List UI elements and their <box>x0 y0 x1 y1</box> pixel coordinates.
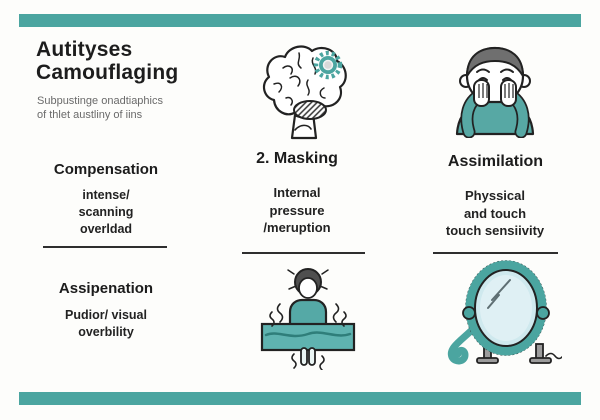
compensation-line-1: intense/ <box>82 188 130 202</box>
section-heading-compensation: Compensation <box>53 161 159 178</box>
section-heading-assipenation: Assipenation <box>58 280 154 297</box>
ornate-mirror-icon <box>447 260 562 365</box>
masking-line-2: pressure <box>269 202 325 218</box>
section-divider <box>433 252 558 254</box>
person-covering-face-icon <box>455 46 535 138</box>
bottom-accent-bar <box>19 392 581 405</box>
title-line-1: Autityses <box>36 38 133 61</box>
compensation-line-2: scanning <box>78 204 134 219</box>
section-text-masking: Internal pressure /meruption <box>227 184 367 237</box>
section-text-assimilation: Physsical and touch touch sensiivity <box>410 187 580 240</box>
compensation-line-3: overldad <box>79 221 133 236</box>
title-line-2: Camouflaging <box>36 61 179 85</box>
section-divider <box>43 246 167 248</box>
assipenation-line-2: overbility <box>78 324 134 339</box>
section-divider <box>242 252 365 254</box>
section-text-assipenation: Pudior/ visual overbility <box>20 307 192 341</box>
assimilation-line-3: touch sensiivity <box>445 223 545 239</box>
subtitle-line-2: of thlet austliny of iins <box>37 109 143 122</box>
section-text-compensation: intense/ scanning overldad <box>25 187 187 238</box>
page-title: Autityses Camouflaging <box>36 38 246 84</box>
assipenation-line-1: Pudior/ visual <box>65 308 147 322</box>
masking-line-1: Internal <box>273 185 321 200</box>
section-heading-masking: 2. Masking <box>256 150 338 167</box>
stress-squiggles <box>269 303 347 370</box>
assimilation-line-1: Physsical <box>465 188 525 203</box>
person-at-table-icon <box>260 268 356 370</box>
brain-gear-icon <box>262 45 347 140</box>
page-subtitle: Subpustinge onadtiaphics of thlet austli… <box>37 94 247 123</box>
subtitle-line-1: Subpustinge onadtiaphics <box>37 95 163 107</box>
assimilation-line-2: and touch <box>463 205 527 221</box>
gear-icon <box>313 50 343 80</box>
section-heading-assimilation: Assimilation <box>447 153 544 170</box>
masking-line-3: /meruption <box>263 220 331 236</box>
top-accent-bar <box>19 14 581 27</box>
